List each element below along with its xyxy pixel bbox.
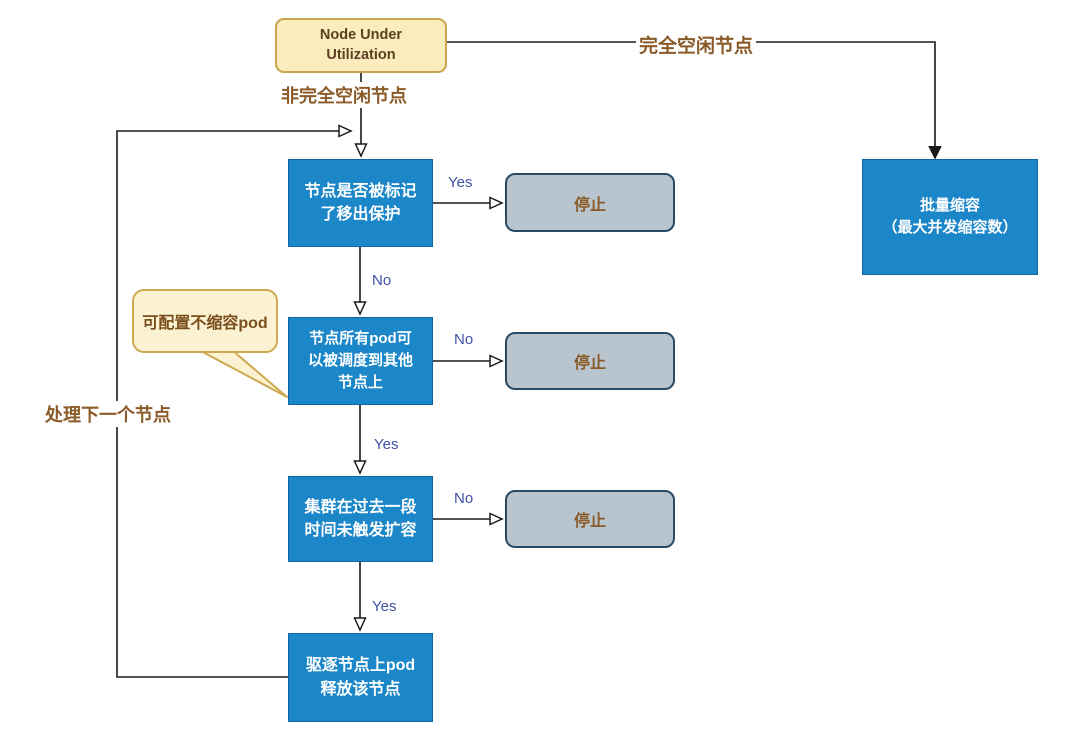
edge-label-process-next-node: 处理下一个节点 [42, 401, 174, 427]
edge-label-fully-idle: 完全空闲节点 [636, 31, 757, 58]
decision-pods-schedulable: 节点所有pod可 以被调度到其他 节点上 [288, 317, 433, 405]
edge-label-no-2: No [452, 331, 476, 348]
terminal-stop-2: 停止 [505, 332, 675, 390]
edge-label-no-1: No [370, 272, 394, 289]
terminal-stop-1: 停止 [505, 173, 675, 232]
edge-start-to-batch [447, 41, 935, 158]
decision-no-recent-scale-up: 集群在过去一段 时间未触发扩容 [288, 476, 433, 562]
callout-tail [198, 349, 288, 398]
process-batch-scale-in: 批量缩容 （最大并发缩容数） [862, 159, 1038, 275]
callout-configurable-no-scale-in-pod: 可配置不缩容pod [132, 289, 278, 353]
start-node-under-utilization: Node Under Utilization [275, 18, 447, 73]
process-evict-release-node: 驱逐节点上pod 释放该节点 [288, 633, 433, 722]
edge-label-no-3: No [452, 490, 476, 507]
terminal-stop-3: 停止 [505, 490, 675, 548]
edge-label-yes-1: Yes [446, 174, 475, 191]
edge-label-yes-3: Yes [370, 598, 399, 615]
edge-label-not-fully-idle: 非完全空闲节点 [278, 82, 410, 108]
edge-label-yes-2: Yes [372, 436, 401, 453]
decision-eviction-protection: 节点是否被标记 了移出保护 [288, 159, 433, 247]
